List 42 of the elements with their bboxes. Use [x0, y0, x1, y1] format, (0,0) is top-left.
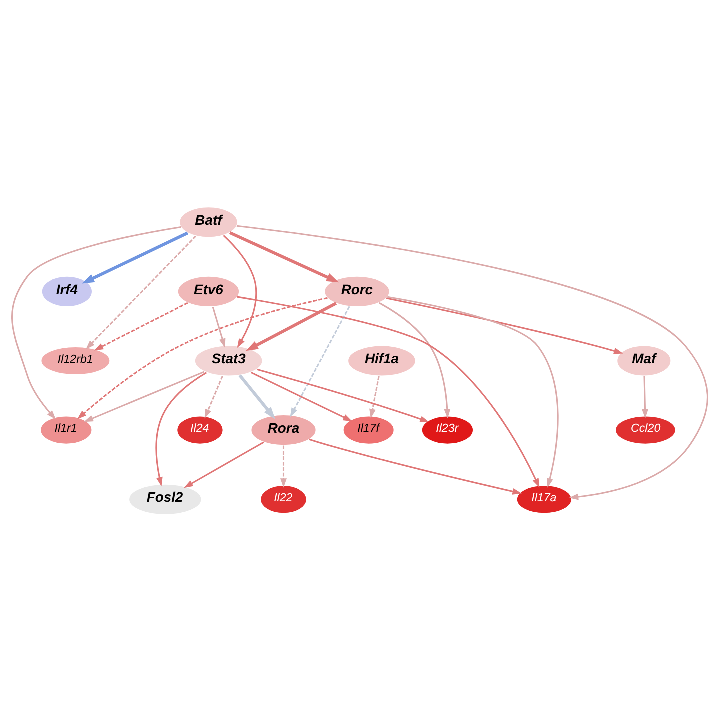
node-ellipse: Il23r	[422, 415, 474, 444]
arrow	[229, 230, 340, 282]
node-ellipse: Il1r1	[40, 415, 92, 444]
node-ellipse: Hif1a	[348, 344, 416, 376]
arrow	[94, 302, 188, 350]
node-ellipse: Etv6	[178, 276, 240, 307]
node-ellipse: Rora	[250, 414, 317, 446]
arrow	[12, 226, 182, 420]
node-ellipse: Batf	[179, 206, 238, 238]
arrow	[246, 302, 338, 351]
arrow	[236, 224, 708, 500]
node-ellipse: Il24	[176, 415, 224, 444]
node-ellipse: Il17a	[516, 484, 572, 514]
arrow	[280, 445, 287, 488]
arrow	[250, 371, 352, 422]
arrow	[290, 306, 350, 417]
node-ellipse: Fosl2	[128, 484, 202, 515]
arrow	[86, 235, 197, 350]
node-ellipse: Il12rb1	[40, 346, 110, 375]
arrow	[387, 296, 559, 488]
arrow	[257, 368, 430, 422]
arrow	[370, 376, 380, 418]
node-ellipse: Il22	[260, 484, 308, 514]
arrow	[223, 234, 258, 348]
arrow	[309, 438, 522, 494]
node-ellipse: Irf4	[42, 276, 93, 307]
arrow	[184, 441, 264, 488]
arrow	[82, 231, 188, 284]
node-ellipse: Rorc	[324, 276, 390, 307]
arrow	[204, 375, 224, 418]
arrow	[386, 297, 624, 354]
node-ellipse: Stat3	[194, 344, 263, 376]
node-ellipse: Ccl20	[615, 415, 676, 444]
arrow	[238, 374, 276, 419]
arrow	[77, 296, 328, 419]
node-ellipse: Maf	[616, 344, 672, 376]
arrow	[642, 376, 648, 418]
arrow	[84, 370, 205, 422]
arrow	[156, 372, 208, 486]
arrow	[237, 296, 540, 488]
arrow	[212, 306, 226, 348]
arrow	[379, 302, 451, 418]
